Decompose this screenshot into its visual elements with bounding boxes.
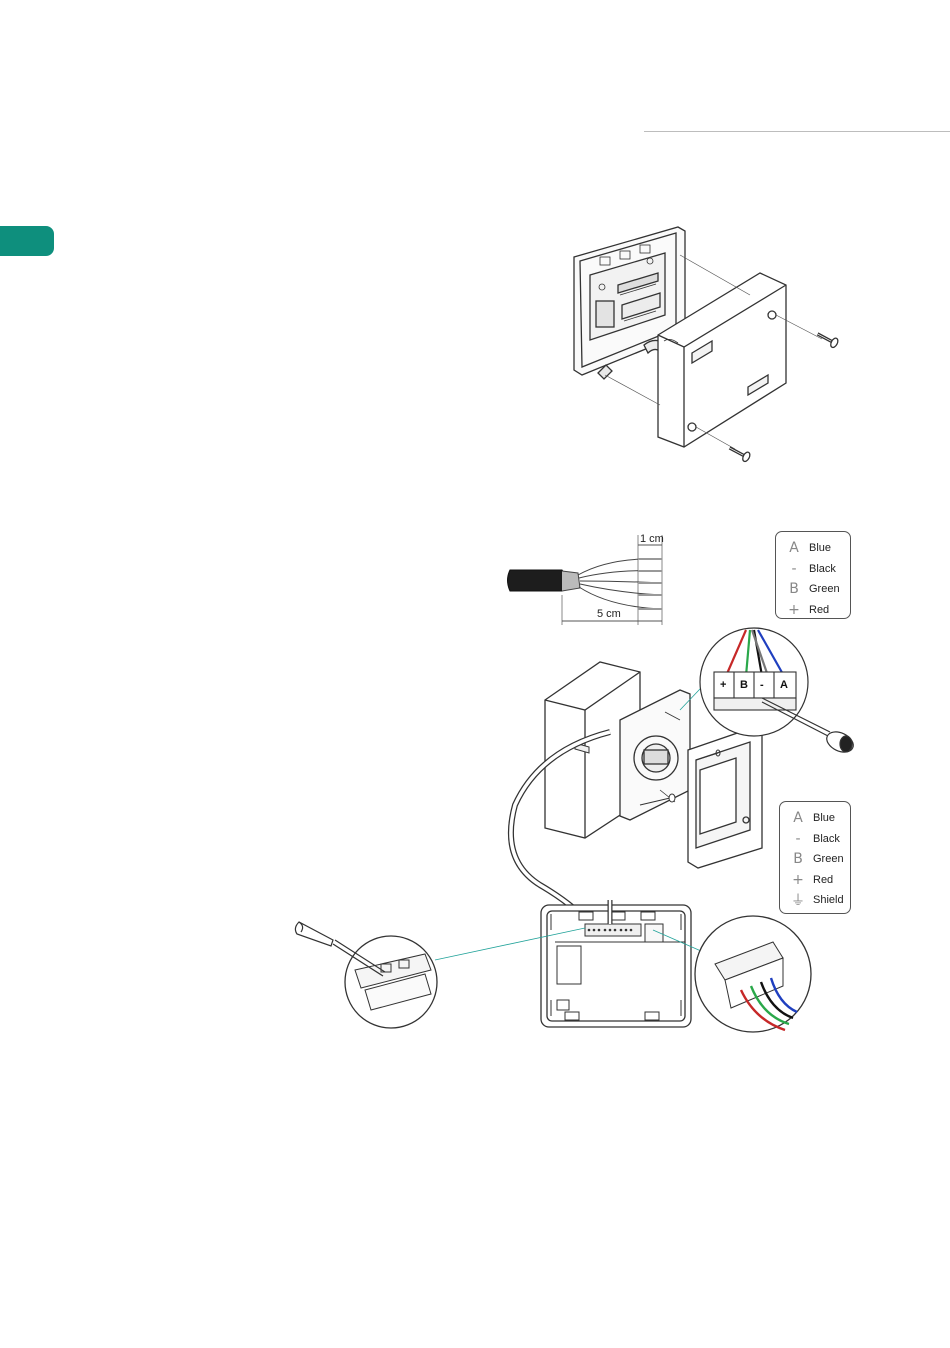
terminal-plus-symbol: + (786, 602, 802, 618)
terminal-label: + (720, 679, 726, 691)
terminal-minus-symbol: - (786, 561, 802, 577)
cable-strip-diagram: 1 cm 5 cm (500, 525, 675, 630)
terminal-label: B (740, 679, 748, 691)
legend-row-red: + Red (790, 870, 850, 891)
legend-label-green: Green (809, 583, 840, 595)
legend-label-red: Red (813, 874, 833, 886)
legend-label-blue: Blue (809, 542, 831, 554)
terminal-plus-symbol: + (790, 872, 806, 888)
legend-row-red: + Red (786, 600, 850, 621)
legend-row-blue: A Blue (790, 808, 850, 829)
terminal-minus-symbol: - (790, 831, 806, 847)
chapter-tab (0, 226, 54, 256)
terminal-b-symbol: B (790, 851, 806, 867)
terminal-b-symbol: B (786, 581, 802, 597)
legend-row-black: -Black (790, 829, 850, 850)
legend-label-black: Black (809, 563, 836, 575)
legend-row-green: B Green (786, 579, 850, 600)
terminal-label: A (780, 679, 788, 691)
legend-label-green: Green (813, 853, 844, 865)
header-rule (644, 131, 950, 132)
terminal-a-symbol: A (790, 810, 806, 826)
legend-label-black: Black (813, 833, 840, 845)
legend-row-black: -Black (786, 559, 850, 580)
legend-row-blue: A Blue (786, 538, 850, 559)
terminal-a-symbol: A (786, 540, 802, 556)
wire-color-legend-4: A Blue -Black B Green + Red (775, 531, 851, 619)
device-exploded-illustration (560, 215, 850, 475)
dim-long-label: 5 cm (597, 608, 621, 620)
controller-board-diagram (285, 900, 850, 1035)
legend-label-blue: Blue (813, 812, 835, 824)
terminal-label: - (760, 679, 764, 691)
legend-row-green: B Green (790, 849, 850, 870)
legend-label-red: Red (809, 604, 829, 616)
dim-short-label: 1 cm (640, 533, 664, 545)
